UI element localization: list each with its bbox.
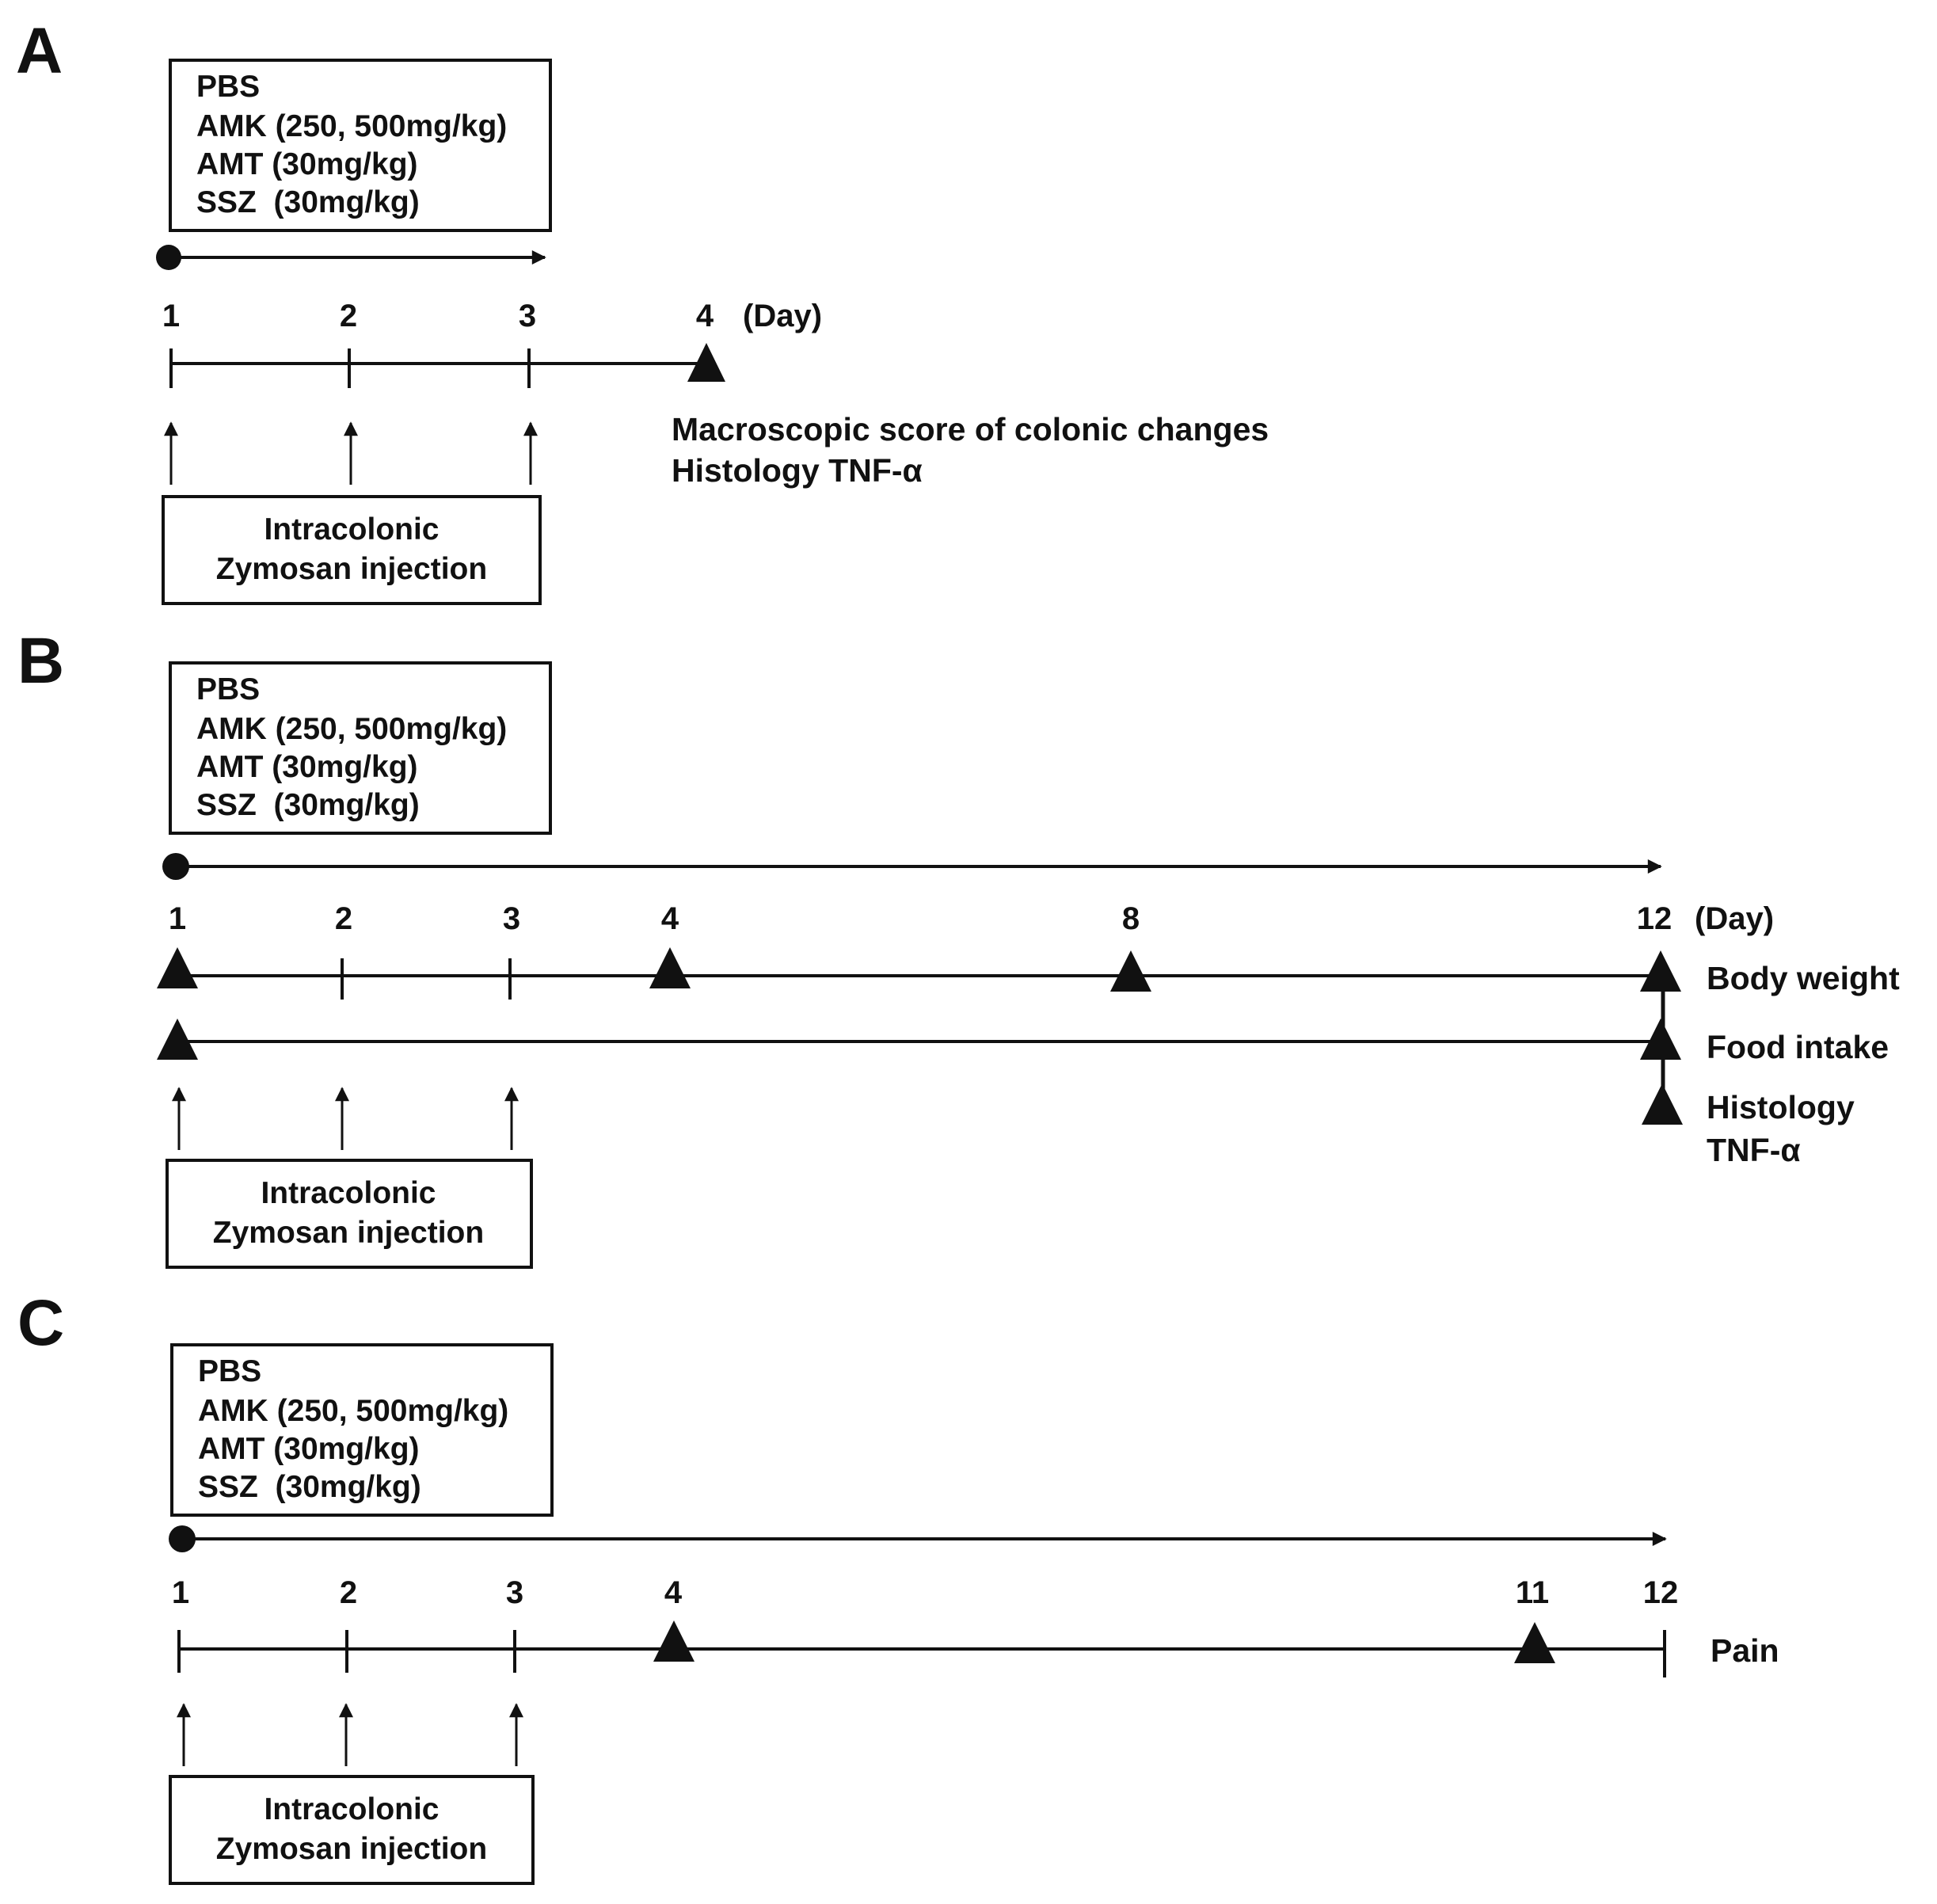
injection-line-1-c: Intracolonic — [264, 1792, 439, 1826]
day-label-4-a: 4 — [696, 299, 714, 333]
treatment-ssz-c: SSZ (30mg/kg) — [198, 1470, 421, 1504]
treatment-period-arrow-a — [156, 245, 546, 270]
injection-box-a-frame — [162, 495, 542, 605]
injection-line-2-a: Zymosan injection — [216, 552, 487, 586]
injection-arrows-a — [164, 421, 538, 485]
measurement-triangle-icon — [1640, 950, 1681, 992]
injection-box-b-frame — [166, 1159, 533, 1269]
day-label-12-c: 12 — [1643, 1575, 1679, 1610]
measurement-triangle-icon — [157, 947, 198, 988]
measurement-triangle-icon — [1514, 1622, 1555, 1663]
panel-a: A PBS AMK (250, 500mg/kg) AMT (30mg/kg) … — [16, 15, 1269, 605]
pain-timeline: Pain — [177, 1620, 1779, 1677]
day-label-1-b: 1 — [169, 901, 186, 936]
treatment-amt-c: AMT (30mg/kg) — [198, 1432, 420, 1466]
measurement-triangle-icon — [687, 343, 725, 382]
day-label-8-b: 8 — [1122, 901, 1140, 936]
day-label-11-c: 11 — [1516, 1575, 1549, 1610]
treatment-period-arrow-c — [169, 1525, 1667, 1552]
food-intake-timeline: Food intake — [157, 1019, 1889, 1065]
day-label-4-c: 4 — [664, 1575, 683, 1610]
injection-box-b: Intracolonic Zymosan injection — [166, 1159, 533, 1269]
treatment-box-b-frame — [169, 661, 552, 835]
treatment-ssz-b: SSZ (30mg/kg) — [196, 788, 420, 822]
histology-tnf-label-a: Histology TNF-α — [672, 452, 923, 489]
day-label-2-a: 2 — [340, 299, 357, 333]
day-unit-a: (Day) — [743, 299, 822, 333]
day-label-4-b: 4 — [661, 901, 679, 936]
panel-a-letter: A — [16, 15, 63, 87]
treatment-pbs-c: PBS — [198, 1354, 261, 1388]
treatment-box-b: PBS AMK (250, 500mg/kg) AMT (30mg/kg) SS… — [169, 661, 552, 835]
treatment-box-a: PBS AMK (250, 500mg/kg) AMT (30mg/kg) SS… — [169, 59, 552, 232]
day-label-2-b: 2 — [335, 901, 352, 936]
measurement-triangle-icon — [649, 947, 691, 988]
injection-box-c-frame — [169, 1775, 535, 1885]
measurement-triangle-icon — [653, 1620, 695, 1662]
measurement-labels-a: Macroscopic score of colonic changes His… — [672, 411, 1269, 489]
day-unit-b: (Day) — [1695, 901, 1774, 936]
treatment-amt-a: AMT (30mg/kg) — [196, 147, 418, 181]
treatment-amk-b: AMK (250, 500mg/kg) — [196, 712, 507, 746]
day-label-12-b: 12 — [1637, 901, 1673, 936]
panel-b: B PBS AMK (250, 500mg/kg) AMT (30mg/kg) … — [17, 625, 1900, 1269]
day-label-2-c: 2 — [340, 1575, 357, 1610]
injection-arrows-c — [177, 1703, 523, 1766]
day-labels-c: 1 2 3 4 11 12 — [172, 1575, 1678, 1610]
injection-arrows-b — [172, 1087, 519, 1150]
day-labels-b: 1 2 3 4 8 12 (Day) — [169, 901, 1774, 936]
injection-line-2-b: Zymosan injection — [213, 1216, 484, 1250]
treatment-ssz-a: SSZ (30mg/kg) — [196, 185, 420, 219]
treatment-pbs-a: PBS — [196, 70, 260, 104]
treatment-period-arrow-b — [162, 853, 1662, 880]
measurement-triangle-icon — [1642, 1083, 1683, 1125]
day-labels-a: 1 2 3 4 (Day) — [162, 299, 822, 333]
day-label-3-b: 3 — [503, 901, 520, 936]
food-intake-label: Food intake — [1707, 1029, 1889, 1065]
injection-line-1-b: Intracolonic — [261, 1176, 436, 1210]
macroscopic-score-label: Macroscopic score of colonic changes — [672, 411, 1269, 447]
measurement-triangle-icon — [1640, 1019, 1681, 1060]
day-label-1-a: 1 — [162, 299, 180, 333]
treatment-box-a-frame — [169, 59, 552, 232]
injection-line-1-a: Intracolonic — [264, 512, 439, 546]
injection-box-c: Intracolonic Zymosan injection — [169, 1775, 535, 1885]
day-label-1-c: 1 — [172, 1575, 189, 1610]
treatment-pbs-b: PBS — [196, 672, 260, 706]
treatment-amk-c: AMK (250, 500mg/kg) — [198, 1394, 508, 1428]
panel-c: C PBS AMK (250, 500mg/kg) AMT (30mg/kg) … — [17, 1287, 1779, 1885]
measurement-triangle-icon — [157, 1019, 198, 1060]
injection-box-a: Intracolonic Zymosan injection — [162, 495, 542, 605]
day-label-3-a: 3 — [519, 299, 536, 333]
treatment-amt-b: AMT (30mg/kg) — [196, 750, 418, 784]
timeline-a — [169, 343, 725, 388]
treatment-amk-a: AMK (250, 500mg/kg) — [196, 109, 507, 143]
body-weight-timeline: Body weight — [157, 947, 1900, 1000]
treatment-box-c-frame — [170, 1343, 554, 1517]
measurement-triangle-icon — [1110, 950, 1151, 992]
panel-b-letter: B — [17, 625, 64, 697]
injection-line-2-c: Zymosan injection — [216, 1832, 487, 1866]
tnf-label-b: TNF-α — [1707, 1132, 1801, 1168]
panel-c-letter: C — [17, 1287, 64, 1359]
histology-endpoint-b: Histology TNF-α — [1642, 990, 1855, 1168]
pain-label: Pain — [1711, 1632, 1779, 1669]
histology-label-b: Histology — [1707, 1089, 1855, 1125]
treatment-box-c: PBS AMK (250, 500mg/kg) AMT (30mg/kg) SS… — [170, 1343, 554, 1517]
body-weight-label: Body weight — [1707, 960, 1900, 996]
day-label-3-c: 3 — [506, 1575, 523, 1610]
